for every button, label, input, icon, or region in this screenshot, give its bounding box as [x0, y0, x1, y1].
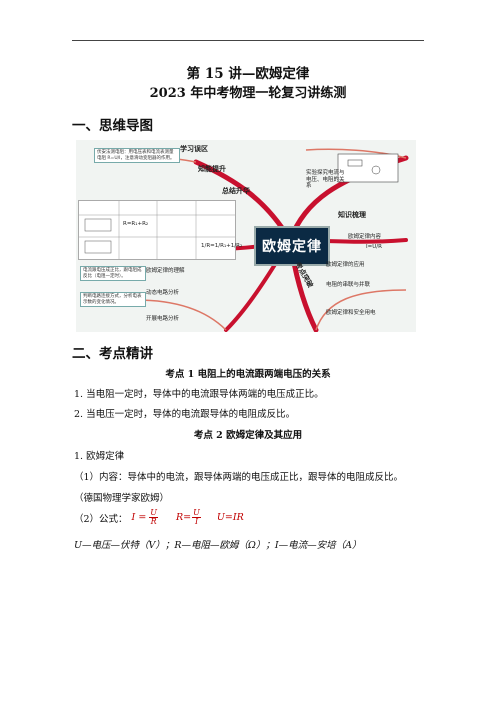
mind-map-node-law: 欧姆定律内容 [348, 234, 382, 240]
point1-item-1: 1. 当电阻一定时，导体中的电流跟导体两端的电压成正比。 [74, 389, 324, 400]
formula-current-fraction: U R [149, 508, 159, 526]
section-heading-points: 二、考点精讲 [72, 346, 153, 362]
point2-units: U—电压—伏特（V）；R—电阻—欧姆（Ω）；I—电流—安培（A） [74, 540, 362, 551]
point2-scientist: （德国物理学家欧姆） [74, 493, 170, 504]
mind-map-law-formula: I=U/R [366, 244, 382, 250]
point1-title: 考点 1 电阻上的电流跟两端电压的关系 [165, 369, 331, 380]
formula-label: （2）公式： [74, 513, 128, 525]
series-formula: R=R₁+R₂ [123, 221, 149, 227]
mind-map-comparison-table: R=R₁+R₂ 1/R=1/R₁+1/R₂ [78, 200, 242, 260]
mind-map-note-top-left: 伏安法测电阻：用电压表和电流表测量电阻 R=U/I，注意滑动变阻器的作用。 [94, 148, 180, 164]
formula-current-den: R [150, 517, 157, 526]
formula-current-left: I = [131, 512, 147, 523]
formula-resistance-left: R= [176, 512, 192, 523]
mind-map-node-understanding: 欧姆定律的理解 [146, 268, 185, 274]
formula-current-num: U [149, 508, 159, 518]
mind-map-image: 伏安法测电阻：用电压表和电流表测量电阻 R=U/I，注意滑动变阻器的作用。 学习… [76, 140, 416, 332]
mind-map-branch-summary: 总结升华 [222, 187, 250, 195]
point2-item-1: 1. 欧姆定律 [74, 451, 125, 462]
mind-map-center: 欧姆定律 [254, 226, 330, 266]
point2-formula-row: （2）公式： I = U R R= U I U=IR [74, 509, 244, 526]
mind-map-node-circuit: 开展电路分析 [146, 316, 180, 322]
mind-map-node-series-parallel: 电阻的串联与并联 [326, 282, 371, 288]
mind-map-node-experiment: 实验探究电流与电压、电阻的关系 [306, 170, 345, 190]
page-subtitle: 2023 年中考物理一轮复习讲练测 [149, 86, 347, 101]
mind-map-node-application: 欧姆定律的应用 [326, 262, 365, 268]
mind-map-branch-errors: 学习误区 [180, 145, 208, 153]
mind-map-note-left-low: 电流跟电压成正比，跟电阻成反比（电阻一定时）。 [80, 266, 146, 282]
mind-map-branch-knowledge: 知识梳理 [338, 211, 366, 219]
section-heading-mindmap: 一、思维导图 [72, 118, 153, 134]
mind-map-node-dynamic: 动态电路分析 [146, 290, 180, 296]
point2-title: 考点 2 欧姆定律及其应用 [193, 430, 303, 441]
formula-resistance-den: I [194, 517, 199, 526]
comparison-table-grid [79, 201, 235, 259]
header-rule [72, 40, 424, 41]
mind-map-note-left-bottom: 判断电路连接方式，分析电表示数的变化情况。 [80, 292, 146, 308]
point1-item-2: 2. 当电压一定时，导体的电流跟导体的电阻成反比。 [74, 409, 296, 420]
formula-voltage: U=IR [216, 512, 244, 523]
parallel-formula: 1/R=1/R₁+1/R₂ [201, 243, 243, 249]
mind-map-branch-skills: 知能提升 [198, 165, 226, 173]
formula-resistance-num: U [192, 508, 201, 518]
point2-content: （1）内容：导体中的电流，跟导体两端的电压成正比，跟导体的电阻成反比。 [74, 472, 404, 483]
mind-map-node-safety: 欧姆定律和安全用电 [326, 310, 376, 316]
page-title: 第 15 讲—欧姆定律 [186, 66, 310, 82]
formula-resistance-fraction: U I [192, 509, 201, 526]
